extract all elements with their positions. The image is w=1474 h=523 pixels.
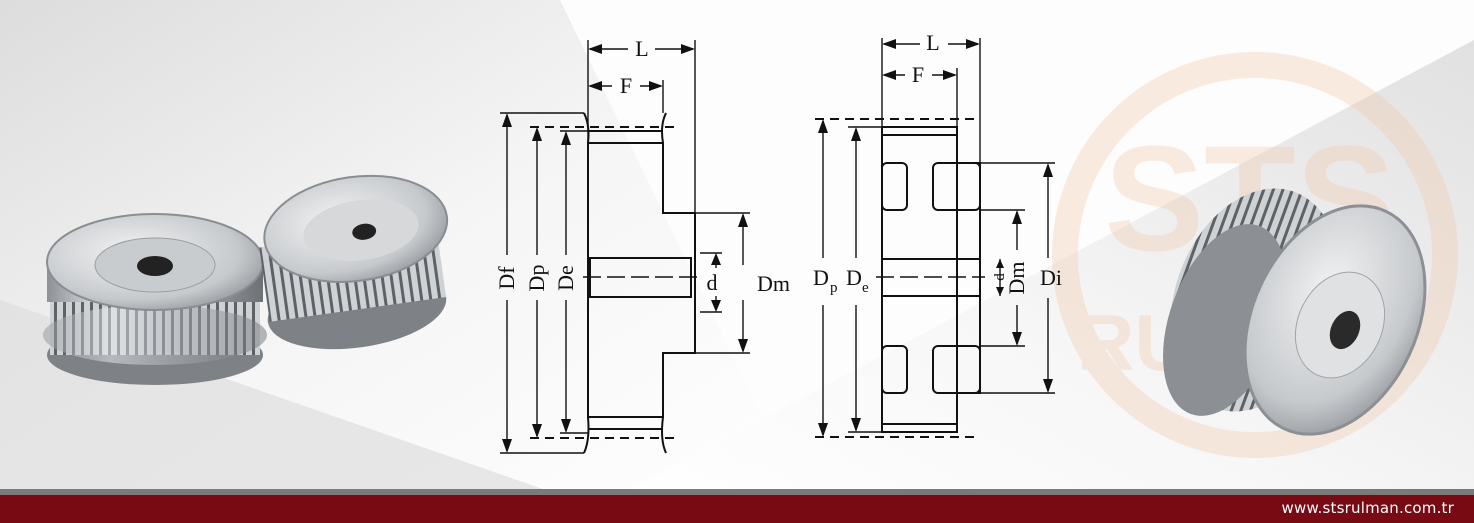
label-F: F [620,73,632,98]
website-link[interactable]: www.stsrulman.com.tr [1281,499,1454,517]
pulley-photo-left [43,174,449,385]
label-Dp: D [813,265,829,290]
label-Df: Df [494,266,519,290]
label-L: L [635,36,648,61]
label-F: F [912,62,924,87]
footer-bar: www.stsrulman.com.tr [0,495,1474,523]
label-De: De [553,265,578,291]
label-Dp: Dp [524,265,549,292]
pulley-photo-right [1163,188,1427,436]
label-d: d [707,270,718,295]
technical-drawing-left: L F Df Dp De d Dm [494,36,790,454]
label-d: d [992,273,1008,281]
label-De: D [846,265,862,290]
footer-divider [0,489,1474,495]
label-Di: Di [1040,265,1062,290]
technical-drawing-right: L F D p D e d Dm Di [813,30,1062,438]
label-Dm: Dm [1004,262,1029,295]
label-L: L [926,30,939,55]
label-Dm: Dm [757,271,790,296]
label-Dp-subscript: p [830,280,838,296]
label-De-subscript: e [862,280,869,296]
